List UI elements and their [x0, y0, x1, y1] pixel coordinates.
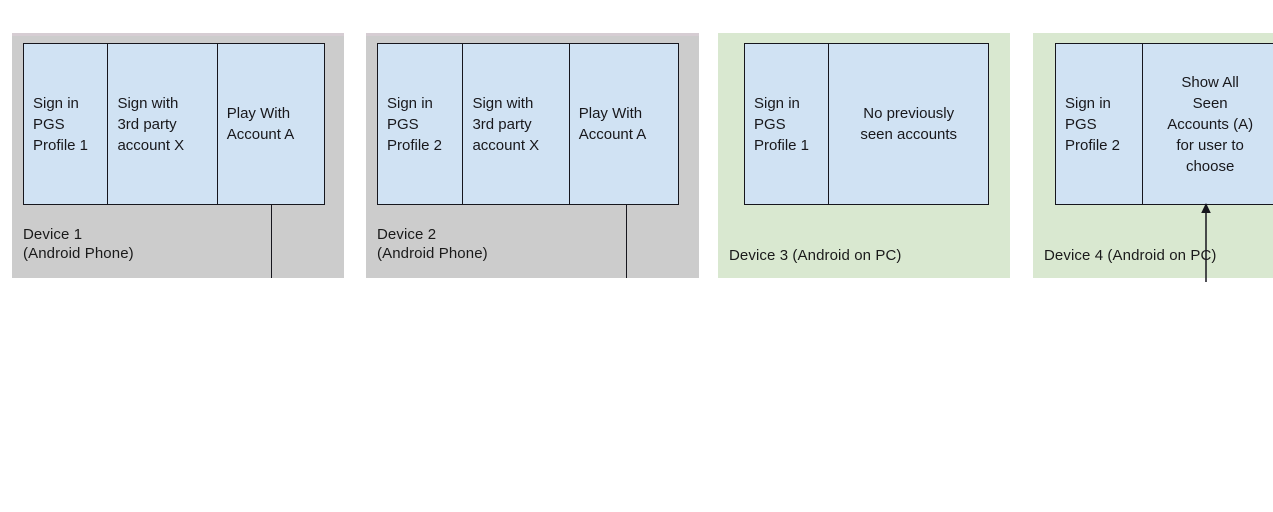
state-box-sign-with-3rd-party-account-x[interactable]: Sign with 3rd party account X — [108, 44, 218, 204]
device-caption-device-1: Device 1 (Android Phone) — [23, 226, 134, 262]
state-row-device-4: Sign in PGS Profile 2 Show All Seen Acco… — [1055, 43, 1273, 205]
panel-divider-device-2 — [626, 205, 628, 278]
state-box-show-all-seen-accounts[interactable]: Show All Seen Accounts (A) for user to c… — [1143, 44, 1273, 204]
state-box-label: Sign in PGS Profile 1 — [754, 94, 810, 154]
state-box-sign-in-pgs-profile-1[interactable]: Sign in PGS Profile 1 — [24, 44, 109, 204]
device-panel-device-4[interactable]: Sign in PGS Profile 2 Show All Seen Acco… — [1033, 33, 1273, 278]
panel-divider-device-1 — [271, 205, 273, 278]
state-box-play-with-account-a[interactable]: Play With Account A — [569, 44, 678, 204]
state-box-label: Sign in PGS Profile 2 — [387, 94, 443, 154]
state-box-label: Sign with 3rd party account X — [472, 94, 540, 154]
device-caption-device-2: Device 2 (Android Phone) — [377, 226, 488, 262]
state-row-device-3: Sign in PGS Profile 1 No previously seen… — [744, 43, 989, 205]
state-box-sign-in-pgs-profile-1[interactable]: Sign in PGS Profile 1 — [745, 44, 830, 204]
device-panel-device-3[interactable]: Sign in PGS Profile 1 No previously seen… — [718, 33, 1010, 278]
state-box-sign-with-3rd-party-account-x[interactable]: Sign with 3rd party account X — [463, 44, 570, 204]
device-caption-device-4: Device 4 (Android on PC) — [1044, 247, 1217, 264]
state-box-label: No previously seen accounts — [860, 105, 958, 143]
state-box-label: Sign in PGS Profile 1 — [33, 94, 89, 154]
state-box-label: Sign in PGS Profile 2 — [1065, 94, 1121, 154]
state-box-label: Show All Seen Accounts (A) for user to c… — [1167, 73, 1254, 175]
state-box-label: Play With Account A — [578, 105, 647, 143]
state-box-play-with-account-a[interactable]: Play With Account A — [217, 44, 325, 204]
device-panel-device-2[interactable]: Sign in PGS Profile 2 Sign with 3rd part… — [366, 33, 699, 278]
device-panel-device-1[interactable]: Sign in PGS Profile 1 Sign with 3rd part… — [12, 33, 344, 278]
state-box-sign-in-pgs-profile-2[interactable]: Sign in PGS Profile 2 — [378, 44, 464, 204]
state-row-device-2: Sign in PGS Profile 2 Sign with 3rd part… — [377, 43, 679, 205]
state-box-sign-in-pgs-profile-2[interactable]: Sign in PGS Profile 2 — [1056, 44, 1144, 204]
state-box-label: Sign with 3rd party account X — [117, 94, 185, 154]
state-box-label: Play With Account A — [226, 105, 295, 143]
device-caption-device-3: Device 3 (Android on PC) — [729, 247, 902, 264]
state-row-device-1: Sign in PGS Profile 1 Sign with 3rd part… — [23, 43, 325, 205]
state-box-no-previously-seen-accounts[interactable]: No previously seen accounts — [829, 44, 988, 204]
